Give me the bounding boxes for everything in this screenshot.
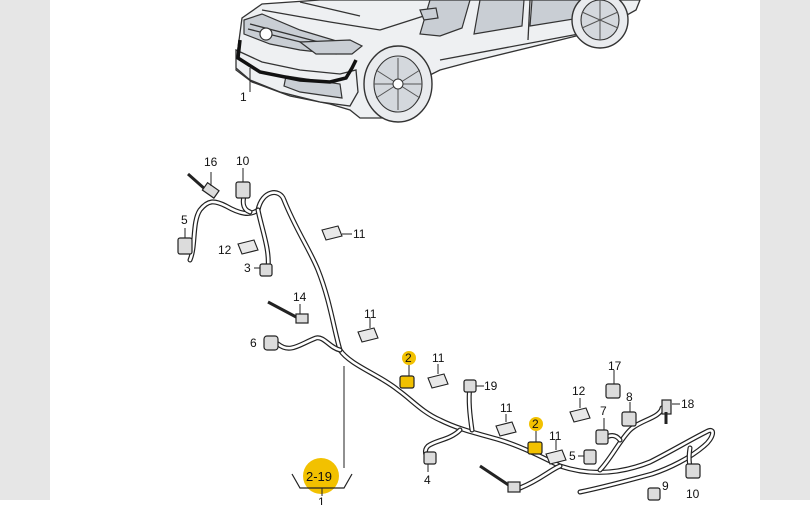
diagram-canvas: 1 16 <box>50 0 760 505</box>
callout-19: 19 <box>484 379 498 393</box>
callout-11-e: 11 <box>549 429 562 443</box>
part-11-clip-a <box>321 225 343 241</box>
callout-1-bottom: 1 <box>318 495 325 505</box>
part-lower-sensor <box>479 464 521 493</box>
left-margin-panel <box>0 0 50 500</box>
callout-9: 9 <box>662 479 669 493</box>
callout-11-d: 11 <box>500 401 513 415</box>
callout-14: 14 <box>293 290 307 304</box>
callout-7: 7 <box>600 404 607 418</box>
part-10-connector-bottom <box>685 463 701 479</box>
part-12-clip-a <box>237 239 259 255</box>
callout-4: 4 <box>424 473 431 487</box>
part-17-connector <box>605 383 621 399</box>
car-illustration <box>235 0 641 123</box>
callout-3: 3 <box>244 261 251 275</box>
part-3-connector <box>259 263 273 277</box>
callout-16: 16 <box>204 155 218 169</box>
part-6-connector <box>263 335 279 351</box>
callout-17: 17 <box>608 359 622 373</box>
wiring-harness-diagram: 1 16 <box>177 0 715 505</box>
part-11-clip-d <box>495 421 517 437</box>
callout-11-b: 11 <box>364 307 377 321</box>
part-2-sensor-a <box>399 375 415 389</box>
callout-1-car: 1 <box>240 90 247 104</box>
callout-2-b: 2 <box>532 417 539 431</box>
part-8-connector <box>621 411 637 427</box>
badge-label: 2-19 <box>306 469 332 484</box>
callout-5-bottom: 5 <box>569 449 576 463</box>
part-9-connector <box>647 487 661 501</box>
callout-11-a: 11 <box>353 227 366 241</box>
callout-5-top: 5 <box>181 213 188 227</box>
part-19-connector <box>463 379 477 393</box>
callout-2-a: 2 <box>405 351 412 365</box>
callout-12-a: 12 <box>218 243 232 257</box>
callout-8: 8 <box>626 390 633 404</box>
part-11-clip-c <box>427 373 449 389</box>
callout-2-a-marker <box>402 351 416 365</box>
callout-6: 6 <box>250 336 257 350</box>
part-16-sensor <box>187 172 220 199</box>
callout-18: 18 <box>681 397 695 411</box>
part-14-sensor <box>267 300 309 324</box>
part-7-connector <box>595 429 609 445</box>
callout-2-b-marker <box>529 417 543 431</box>
part-10-connector-top <box>235 181 251 199</box>
part-12-clip-b <box>569 407 591 423</box>
part-11-clip-b <box>357 327 379 343</box>
part-5-connector-top <box>177 237 193 255</box>
right-margin-panel <box>760 0 810 500</box>
part-11-clip-e <box>545 449 567 465</box>
part-18-sensor <box>661 399 672 424</box>
callout-10-top: 10 <box>236 154 250 168</box>
part-5-connector-bottom <box>583 449 597 465</box>
callout-11-c: 11 <box>432 351 445 365</box>
part-4-connector <box>423 451 437 465</box>
callout-12-b: 12 <box>572 384 586 398</box>
callout-10-bottom: 10 <box>686 487 700 501</box>
part-2-sensor-b <box>527 441 543 455</box>
